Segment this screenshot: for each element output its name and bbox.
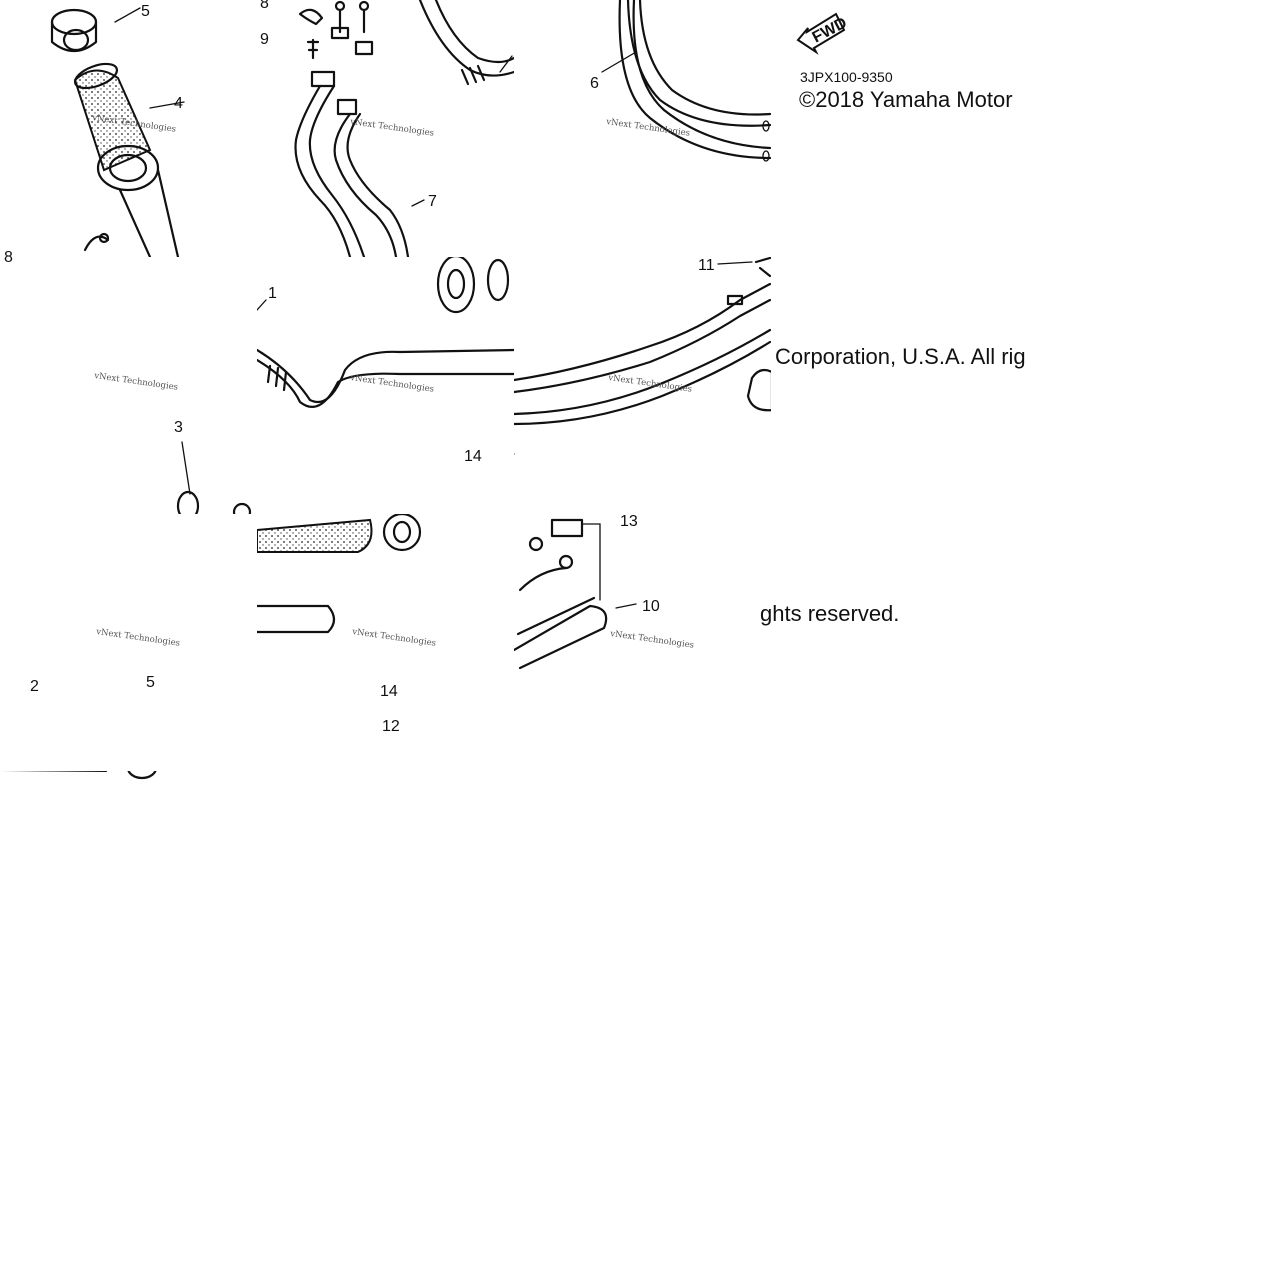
fwd-arrow-icon: FWD: [796, 12, 850, 55]
diagram-code: 3JPX100-9350: [800, 69, 893, 85]
watermark: vNext Technologies: [349, 117, 435, 139]
copyright-line-2: Corporation, U.S.A. All rig: [775, 344, 1026, 369]
callout-1: 1: [268, 285, 277, 302]
grip-parts-center: [257, 514, 422, 634]
grip-assembly-left: [50, 7, 185, 257]
callout-4: 4: [174, 95, 183, 112]
callout-2: 2: [30, 678, 39, 695]
watermark: vNext Technologies: [351, 627, 437, 649]
watermark: vNext Technologies: [609, 629, 695, 651]
screws-and-bracket: [257, 687, 380, 766]
callout-6: 6: [590, 75, 599, 92]
callout-13: 13: [620, 513, 638, 530]
handlebar: [257, 257, 514, 408]
callout-12: 12: [382, 718, 400, 735]
callout-10: 10: [642, 598, 660, 615]
copyright-line-3: ghts reserved.: [760, 601, 899, 626]
callout-3: 3: [174, 419, 183, 436]
callout-7: 7: [428, 193, 437, 210]
callouts: 5 4 8 9 8 7 6 1 11 3 14 13 10 2 5 14 12: [4, 0, 715, 735]
throttle-cables: [294, 0, 514, 257]
cable-run: [514, 257, 771, 455]
callout-9: 9: [260, 31, 269, 48]
callout-5: 5: [141, 3, 150, 20]
callout-14: 14: [464, 448, 482, 465]
watermark: vNext Technologies: [95, 627, 181, 649]
cables-right: [601, 0, 771, 162]
callout-5-lower: 5: [146, 674, 155, 691]
callout-8-lower: 8: [4, 249, 13, 266]
watermark: vNext Technologies: [349, 373, 435, 395]
callout-8: 8: [260, 0, 269, 12]
callout-14-lower: 14: [380, 683, 398, 700]
callout-11: 11: [698, 257, 715, 274]
grip-assembly-right: [0, 771, 157, 780]
part-3-area: [176, 441, 252, 514]
watermarks: vNext Technologies vNext Technologies vN…: [91, 113, 695, 651]
copyright-line-1: ©2018 Yamaha Motor: [799, 87, 1013, 112]
watermark: vNext Technologies: [93, 371, 179, 393]
switch-housing: [514, 518, 637, 670]
